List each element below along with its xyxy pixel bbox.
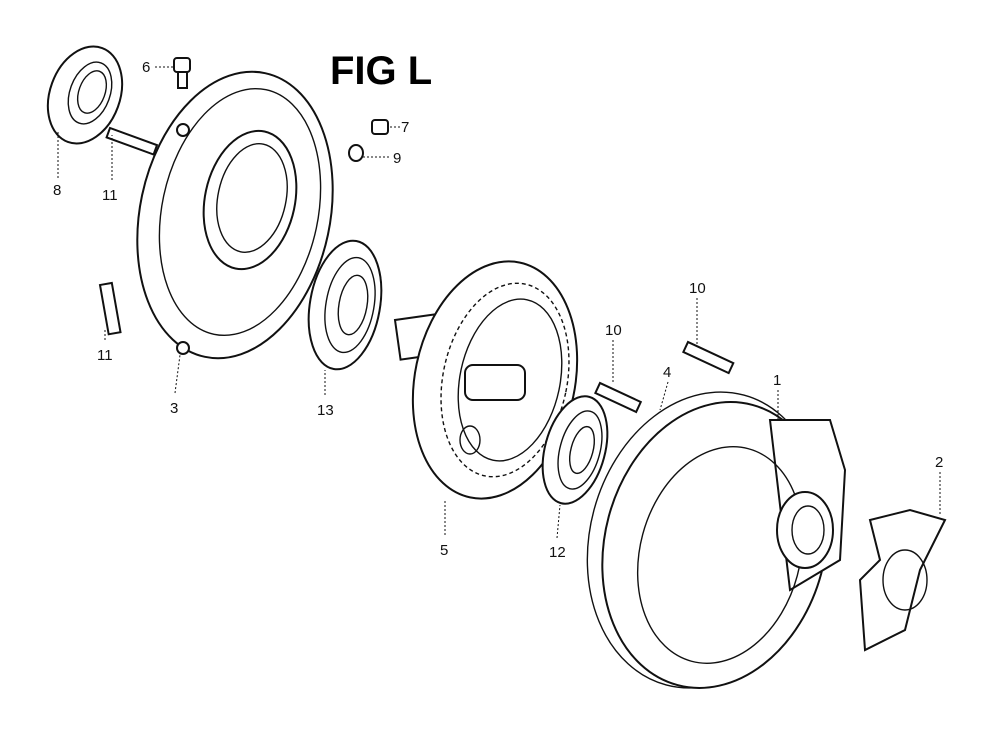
callout-2: 2 xyxy=(935,454,943,471)
callout-8: 8 xyxy=(53,182,61,199)
leader-lines xyxy=(57,66,941,539)
part-9-washer xyxy=(348,144,364,162)
callout-10-right: 10 xyxy=(689,280,706,297)
callout-9: 9 xyxy=(393,150,401,167)
callout-11-upper: 11 xyxy=(102,187,118,204)
part-6-plug xyxy=(173,57,191,89)
callout-11-lower: 11 xyxy=(97,347,113,364)
part-2-gasket xyxy=(858,508,947,652)
part-10-bolt-right xyxy=(682,340,735,375)
part-5-ring-gear xyxy=(393,260,579,500)
part-13-bearing xyxy=(307,239,383,371)
callout-3: 3 xyxy=(170,400,178,417)
part-1-gear-case xyxy=(586,391,847,689)
part-7-bolt xyxy=(371,119,389,135)
part-8-oil-seal xyxy=(46,45,124,145)
callout-10-left: 10 xyxy=(605,322,622,339)
callout-1: 1 xyxy=(773,372,781,389)
callout-12: 12 xyxy=(549,544,566,561)
callout-4: 4 xyxy=(663,364,671,381)
callout-13: 13 xyxy=(317,402,334,419)
figure-title: FIG L xyxy=(330,49,432,93)
callout-6: 6 xyxy=(142,59,150,76)
part-12-bearing xyxy=(541,395,609,505)
part-3-case-cover xyxy=(136,70,334,360)
part-11-bolt-upper xyxy=(105,126,159,156)
callout-7: 7 xyxy=(401,119,409,136)
callout-5: 5 xyxy=(440,542,448,559)
part-10-bolt-left xyxy=(594,381,643,414)
part-11-bolt-lower xyxy=(98,281,122,336)
